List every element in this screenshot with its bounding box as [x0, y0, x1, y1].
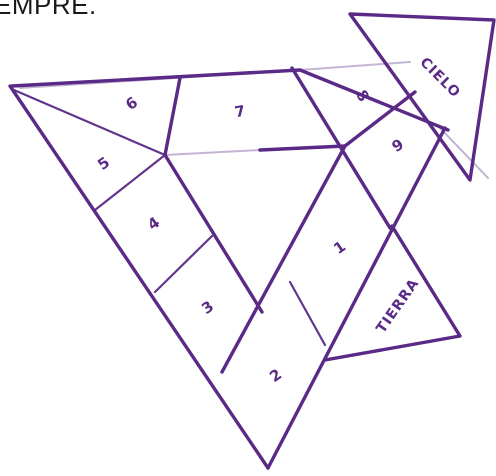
line-1-2-left — [222, 146, 345, 372]
cell-9-label: 9 — [389, 135, 407, 156]
cielo-label: CIELO — [417, 55, 464, 102]
split-3-4 — [155, 236, 212, 292]
edge-top-left — [12, 70, 300, 86]
cell-2-label: 2 — [266, 365, 285, 386]
edge-right-long — [268, 128, 445, 468]
line-3-4-right — [165, 155, 262, 312]
cell-4-label: 4 — [144, 213, 163, 234]
tierra-label: TIERRA — [373, 276, 422, 337]
cell-5-label: 5 — [94, 153, 113, 174]
split-1-2 — [290, 282, 325, 345]
cielo-triangle — [350, 14, 494, 180]
split-6-7 — [165, 78, 180, 155]
cell-numbers: 1 2 3 4 5 6 7 8 9 — [94, 87, 406, 386]
outline-strokes — [10, 14, 494, 468]
segment-under-7 — [260, 146, 345, 150]
cell-6-label: 6 — [122, 93, 141, 114]
cell-3-label: 3 — [198, 297, 217, 318]
cell-1-label: 1 — [330, 237, 349, 258]
cell-7-label: 7 — [233, 102, 246, 122]
cell-8-label: 8 — [352, 87, 373, 105]
tierra-triangle — [325, 226, 460, 360]
sketch-strokes — [20, 62, 488, 178]
area-labels: CIELO TIERRA — [373, 55, 463, 337]
